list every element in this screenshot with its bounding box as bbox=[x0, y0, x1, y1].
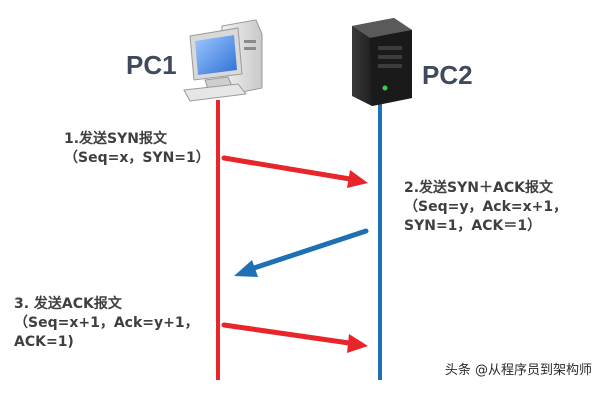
step-3-text: 3. 发送ACK报文 （Seq=x+1，Ack=y+1， ACK=1) bbox=[14, 295, 199, 352]
arrow-syn-ack bbox=[234, 228, 369, 277]
step-2-line-1: （Seq=y，Ack=x+1， bbox=[404, 199, 568, 215]
pc2-label: PC2 bbox=[422, 60, 473, 90]
arrow-ack bbox=[221, 322, 368, 353]
pc1-label: PC1 bbox=[126, 50, 177, 80]
step-1-text: 1.发送SYN报文 （Seq=x，SYN=1） bbox=[64, 130, 210, 168]
watermark-text: 头条 @从程序员到架构师 bbox=[444, 363, 592, 378]
desktop-computer-icon bbox=[183, 19, 263, 102]
step-2-title: 2.发送SYN＋ACK报文 bbox=[404, 180, 553, 196]
step-3-line-1: （Seq=x+1，Ack=y+1， bbox=[14, 315, 199, 331]
step-3-title: 3. 发送ACK报文 bbox=[14, 296, 122, 312]
arrow-syn bbox=[221, 155, 368, 188]
step-2-line-2: SYN=1，ACK＝1） bbox=[404, 218, 542, 234]
step-1-title: 1.发送SYN报文 bbox=[64, 131, 167, 147]
step-1-line-1: （Seq=x，SYN=1） bbox=[64, 150, 210, 166]
step-2-text: 2.发送SYN＋ACK报文 （Seq=y，Ack=x+1， SYN=1，ACK＝… bbox=[404, 179, 567, 236]
step-3-line-2: ACK=1) bbox=[14, 334, 74, 350]
server-tower-icon bbox=[352, 18, 412, 106]
